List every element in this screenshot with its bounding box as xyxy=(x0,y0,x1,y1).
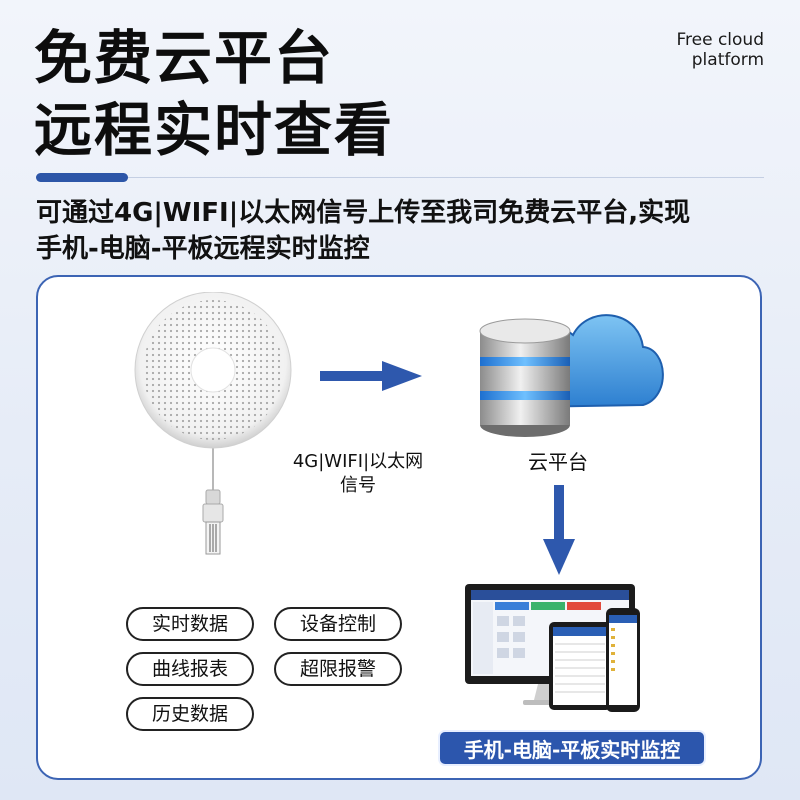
english-subtitle-line-1: Free cloud xyxy=(676,30,764,50)
feature-history-data: 历史数据 xyxy=(126,697,254,731)
feature-curve-report: 曲线报表 xyxy=(126,652,254,686)
signal-label-line-2: 信号 xyxy=(340,475,376,496)
page-title-line-1: 免费云平台 xyxy=(34,24,335,92)
monitor-banner: 手机-电脑-平板实时监控 xyxy=(438,730,706,766)
signal-label: 4G|WIFI|以太网 信号 xyxy=(278,450,438,498)
feature-device-control: 设备控制 xyxy=(274,607,402,641)
english-subtitle-line-2: platform xyxy=(691,50,764,70)
page-title-line-2: 远程实时查看 xyxy=(34,96,395,164)
feature-over-limit-alarm: 超限报警 xyxy=(274,652,402,686)
feature-realtime-data: 实时数据 xyxy=(126,607,254,641)
cloud-server-icon xyxy=(479,314,664,437)
arrow-right-icon xyxy=(320,361,422,391)
description-line-2: 手机-电脑-平板远程实时监控 xyxy=(36,234,370,264)
english-subtitle: Free cloud platform xyxy=(624,30,764,70)
description-line-1: 可通过4G|WIFI|以太网信号上传至我司免费云平台,实现 xyxy=(36,198,691,228)
accent-divider-bar xyxy=(36,173,128,182)
cloud-platform-label: 云平台 xyxy=(528,450,588,474)
devices-illustration xyxy=(465,584,640,712)
accent-divider-line xyxy=(36,177,764,178)
arrow-down-icon xyxy=(543,485,575,575)
sensor-device-image xyxy=(134,292,292,555)
diagram-panel: 4G|WIFI|以太网 信号 xyxy=(36,275,762,780)
signal-label-line-1: 4G|WIFI|以太网 xyxy=(292,451,424,472)
description-text: 可通过4G|WIFI|以太网信号上传至我司免费云平台,实现 手机-电脑-平板远程… xyxy=(36,195,776,267)
